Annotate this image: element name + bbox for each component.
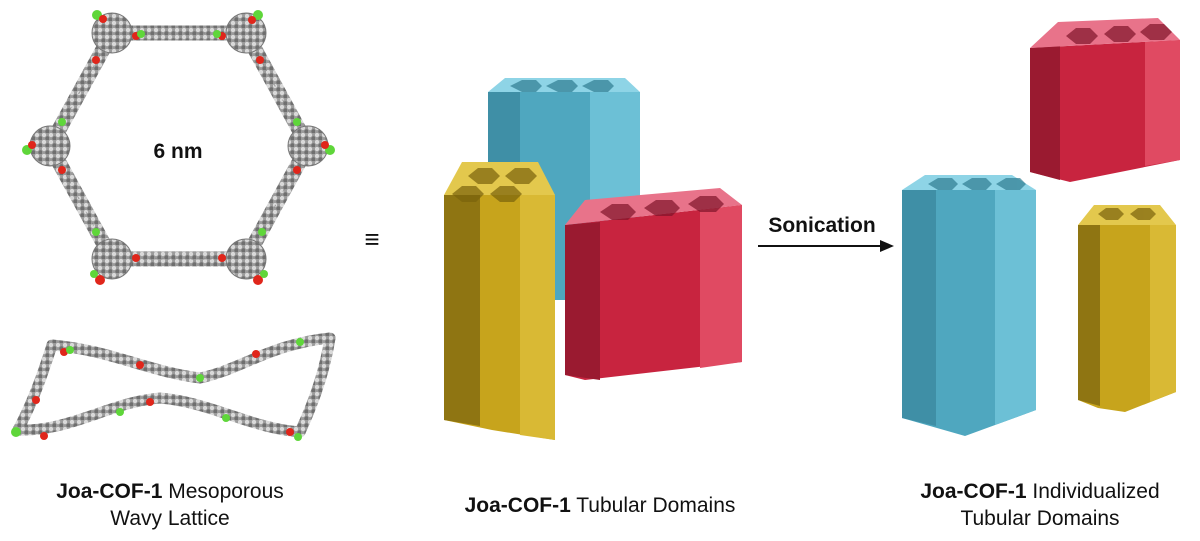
wavy-pillar-right (294, 332, 336, 438)
sonication-label: Sonication (768, 214, 875, 237)
gold-tube-cluster (444, 162, 555, 440)
tubular-domains-stack (444, 78, 742, 440)
lattice-vertex-nodes (29, 12, 329, 280)
blue-tube-cluster-separated (902, 175, 1036, 436)
sonication-arrow: Sonication (758, 214, 894, 252)
caption-mesoporous-lattice: Joa-COF-1 Mesoporous Wavy Lattice (20, 478, 320, 532)
caption-compound-name: Joa-COF-1 (56, 480, 163, 503)
wavy-layer-top (46, 332, 336, 384)
caption-text: Tubular Domains (960, 507, 1120, 530)
individualized-domains (902, 18, 1180, 436)
caption-text: Individualized (1026, 480, 1160, 503)
caption-individualized-domains: Joa-COF-1 Individualized Tubular Domains (880, 478, 1200, 532)
caption-compound-name: Joa-COF-1 (464, 494, 571, 517)
caption-tubular-domains: Joa-COF-1 Tubular Domains (420, 492, 780, 519)
wavy-pillar-left (12, 339, 58, 436)
caption-text: Mesoporous (162, 480, 284, 503)
hexagonal-lattice: 6 nm (22, 10, 335, 285)
pore-size-label: 6 nm (153, 140, 202, 163)
caption-text: Wavy Lattice (110, 507, 230, 530)
wavy-layer-bottom (12, 392, 306, 438)
equivalence-symbol: ≡ (364, 224, 379, 254)
caption-compound-name: Joa-COF-1 (920, 480, 1027, 503)
lattice-heteroatoms (22, 10, 335, 285)
red-tube-cluster (565, 188, 742, 380)
red-tube-cluster-separated (1030, 18, 1180, 182)
wavy-lattice (11, 332, 336, 441)
wavy-heteroatoms (11, 338, 304, 441)
gold-tube-cluster-separated (1078, 205, 1176, 412)
caption-text: Tubular Domains (570, 494, 736, 517)
